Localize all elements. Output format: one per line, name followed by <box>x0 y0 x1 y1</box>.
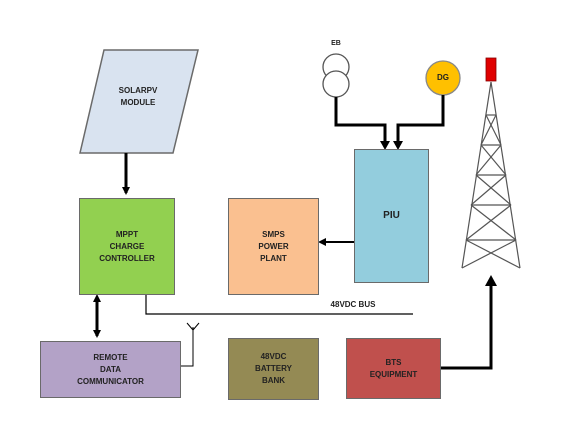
remote-data-communicator-box <box>40 341 181 398</box>
remote-label-line1: REMOTE <box>93 352 128 362</box>
telecom-tower-icon <box>461 57 521 269</box>
mppt-label: MPPT CHARGE CONTROLLER <box>79 198 175 295</box>
arrow-head-tower <box>485 275 497 286</box>
smps-label-line2: POWER <box>258 241 289 251</box>
smps-box <box>228 198 319 295</box>
dg-label: DG <box>437 73 449 82</box>
mppt-label-line1: MPPT <box>115 229 139 239</box>
piu-box <box>354 149 429 283</box>
battery-label-line2: BATTERY <box>255 364 292 373</box>
solar-pv-module-shape <box>79 49 199 154</box>
remote-data-communicator-label: REMOTE DATA COMMUNICATOR <box>40 341 181 398</box>
solar-pv-label-line1: SOLARPV <box>118 86 158 95</box>
connector-eb-dg-to-piu <box>334 95 445 143</box>
remote-label-line2: DATA <box>99 364 122 374</box>
battery-label-line3: BANK <box>261 376 286 385</box>
mppt-label-line2: CHARGE <box>109 241 145 251</box>
antenna-icon <box>181 322 200 367</box>
arrow-head-dg <box>393 141 403 150</box>
bts-equipment-box <box>346 338 441 399</box>
piu-label: PIU <box>383 210 400 221</box>
bts-label-line1: BTS <box>385 357 402 367</box>
mppt-label-line3: CONTROLLER <box>99 253 155 263</box>
smps-label-line1: SMPS <box>262 229 285 239</box>
dc-bus-label: 48VDC BUS <box>330 300 376 309</box>
solar-pv-label: SOLARPV MODULE <box>108 82 168 112</box>
remote-label-line3: COMMUNICATOR <box>77 376 144 386</box>
arrow-head-eb <box>380 141 390 150</box>
solar-pv-label-line2: MODULE <box>120 98 156 107</box>
smps-label-line3: PLANT <box>260 253 287 263</box>
battery-bank-label: 48VDC BATTERY BANK <box>228 338 319 400</box>
dc-bus-line <box>145 295 413 315</box>
battery-label-line1: 48VDC <box>260 352 287 361</box>
arrow-bts-to-tower <box>441 284 493 370</box>
eb-transformer-icon <box>322 53 350 98</box>
eb-label: EB <box>331 40 341 47</box>
smps-label: SMPS POWER PLANT <box>228 198 319 295</box>
bts-equipment-label: BTS EQUIPMENT <box>346 338 441 399</box>
mppt-box <box>79 198 175 295</box>
bts-label-line2: EQUIPMENT <box>369 369 418 379</box>
battery-bank-box <box>228 338 319 400</box>
